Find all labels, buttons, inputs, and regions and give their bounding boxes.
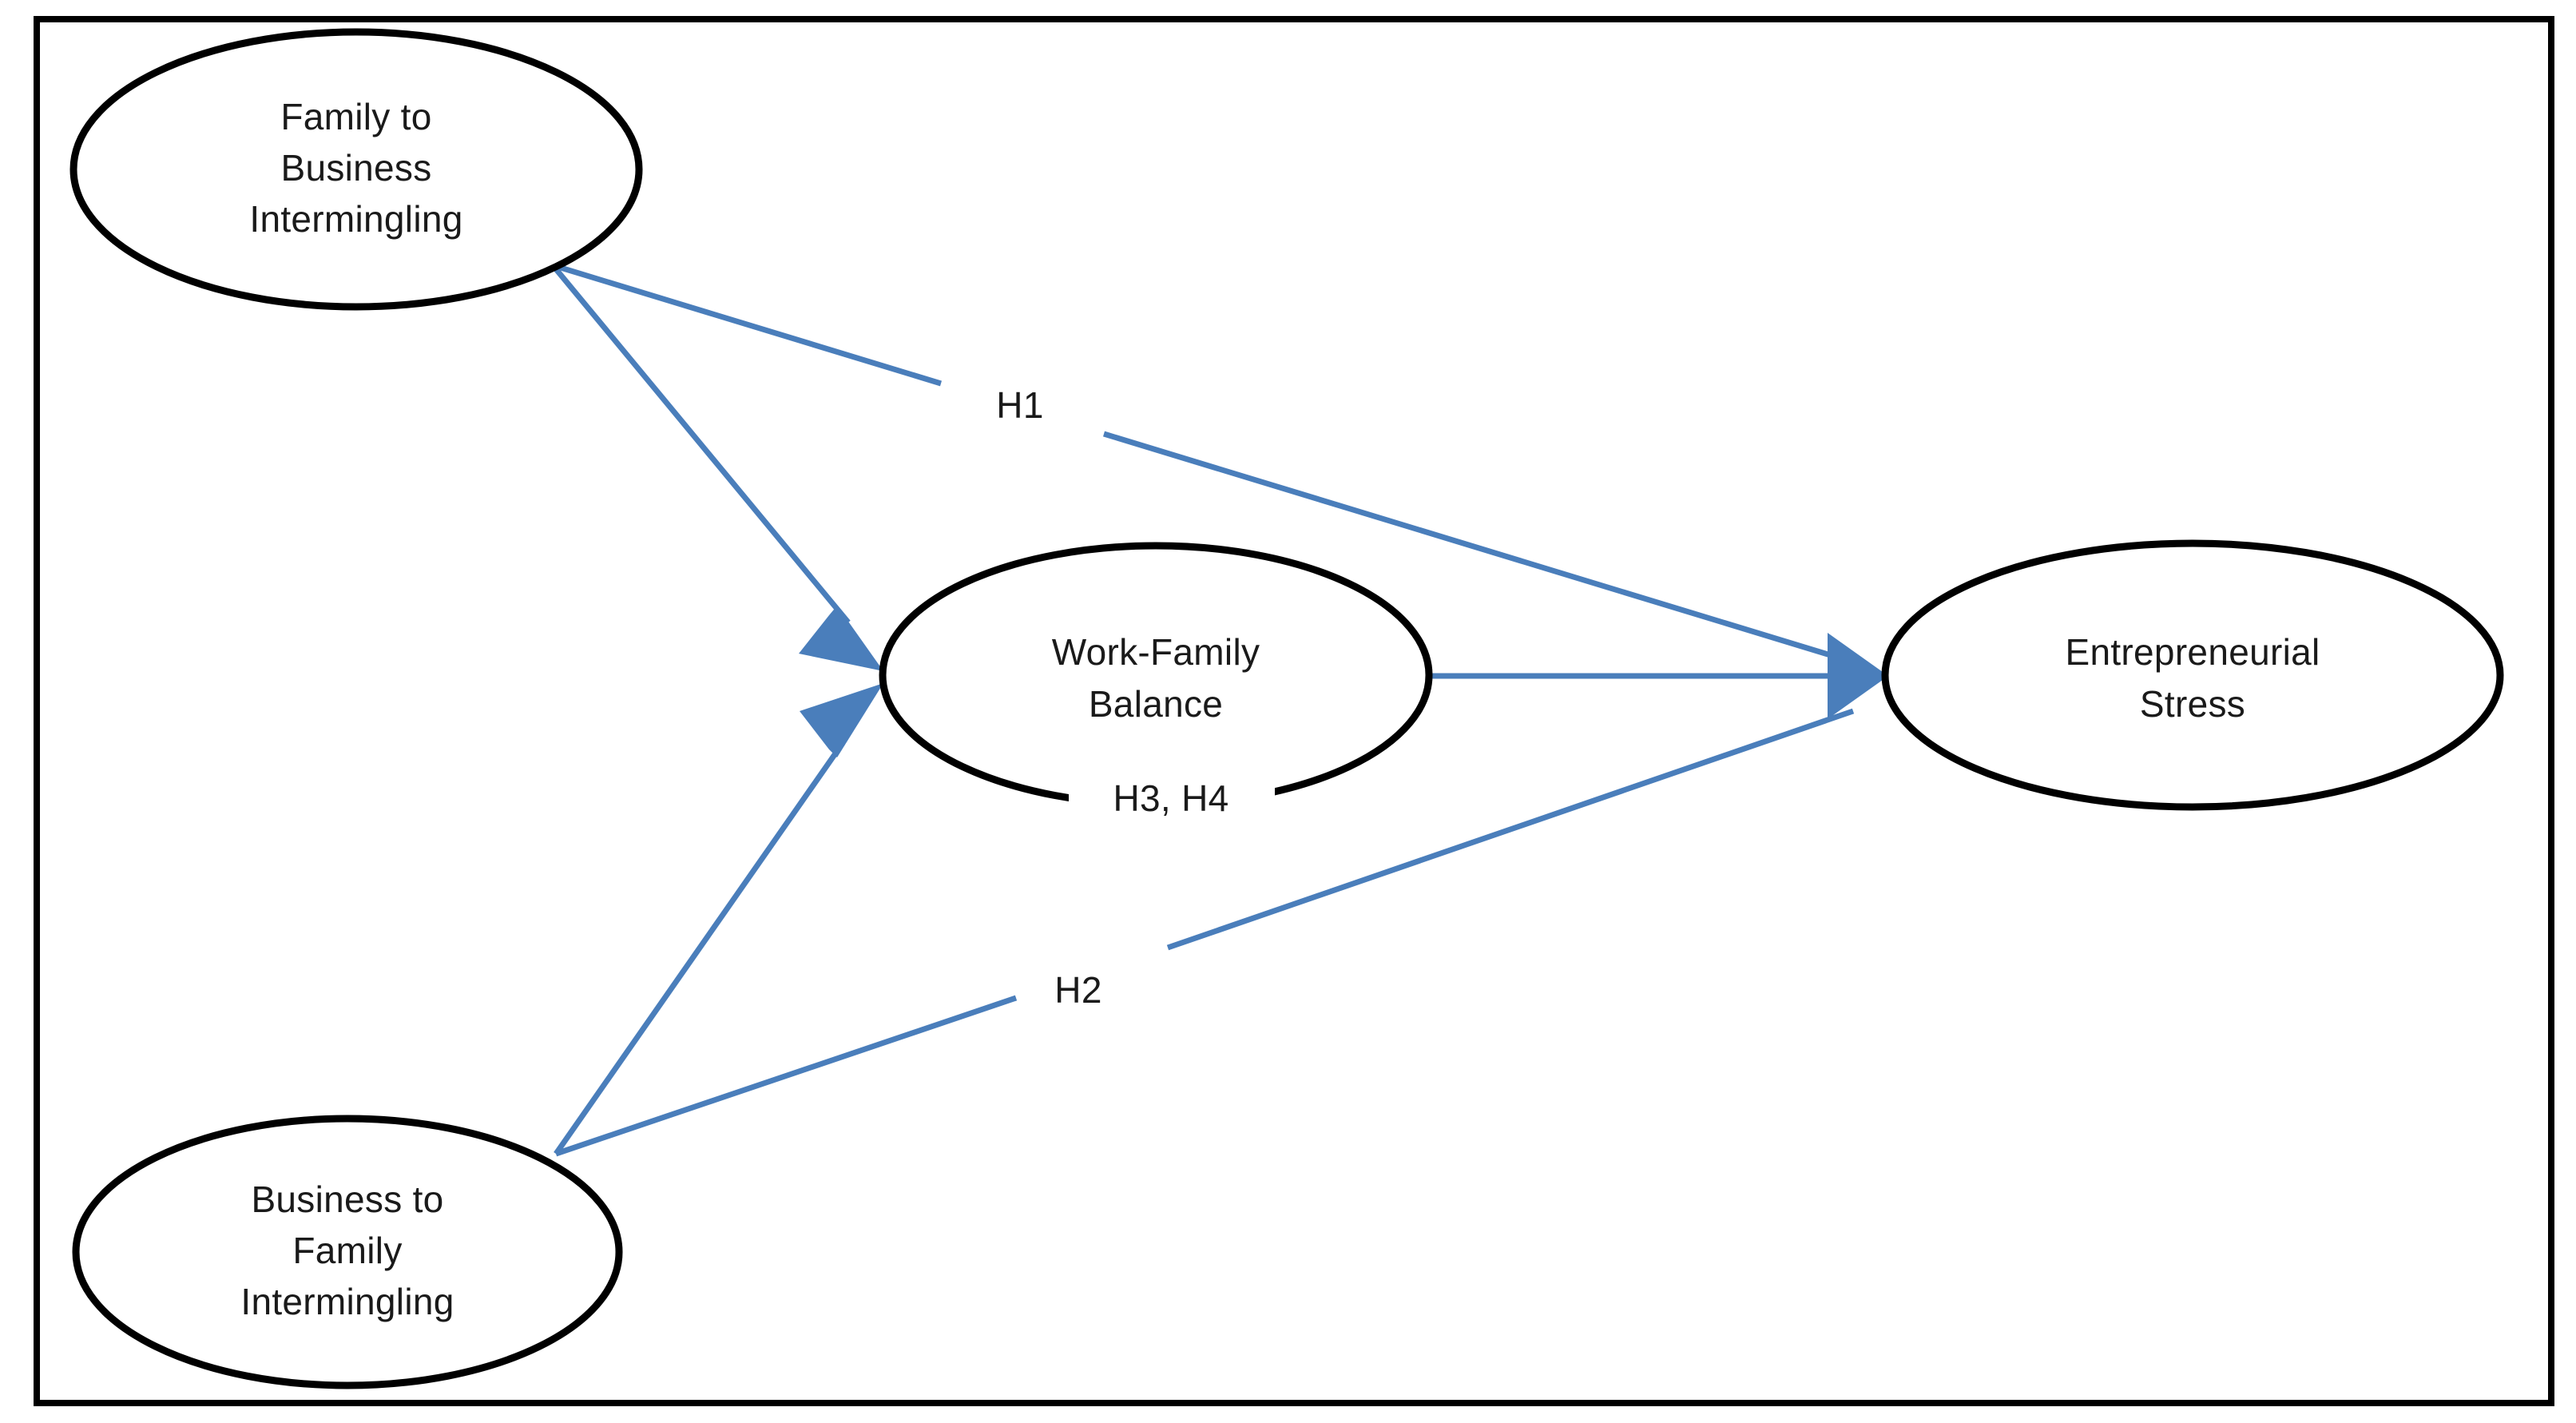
stress-arrowhead [1828, 633, 1888, 719]
node-business-to-family-line-2: Family [292, 1230, 402, 1271]
node-entrepreneurial-stress[interactable]: Entrepreneurial Stress [1881, 539, 2504, 811]
edge-ftb-to-wfb-arrowhead [799, 606, 883, 671]
node-business-to-family-shape[interactable] [72, 1115, 623, 1389]
label-h3-h4-text: H3, H4 [1113, 777, 1229, 819]
node-family-to-business-line-3: Intermingling [249, 198, 462, 240]
edge-ftb-to-wfb [550, 263, 883, 671]
node-work-family-balance-line-2: Balance [1089, 683, 1223, 725]
node-work-family-balance-line-1: Work-Family [1052, 631, 1260, 673]
node-work-family-balance[interactable]: Work-Family Balance [879, 542, 1433, 809]
edge-h2 [554, 708, 1855, 1157]
edge-btf-to-wfb-line [554, 741, 845, 1156]
node-entrepreneurial-stress-line-2: Stress [2140, 683, 2245, 725]
edge-h1-segment-a [551, 262, 943, 387]
diagram-frame [34, 16, 2554, 1406]
label-h1-text: H1 [996, 384, 1043, 426]
edge-h1 [551, 262, 1853, 665]
edge-btf-to-wfb-arrowhead [800, 683, 883, 757]
node-business-to-family[interactable]: Business to Family Intermingling [72, 1115, 623, 1389]
label-h2-text: H2 [1054, 969, 1101, 1011]
edge-h1-segment-b [1102, 431, 1853, 665]
edge-h2-segment-b [1166, 708, 1855, 951]
label-h3-h4: H3, H4 [1069, 769, 1275, 834]
edge-btf-to-wfb [554, 683, 883, 1156]
node-family-to-business-line-1: Family to [280, 96, 431, 137]
node-family-to-business[interactable]: Family to Business Intermingling [69, 28, 643, 311]
label-h2: H2 [1030, 960, 1128, 1028]
label-h1: H1 [972, 376, 1070, 443]
edge-h2-segment-a [554, 995, 1018, 1157]
node-business-to-family-line-1: Business to [251, 1179, 443, 1220]
node-entrepreneurial-stress-shape[interactable] [1881, 539, 2504, 811]
node-business-to-family-line-3: Intermingling [240, 1281, 454, 1322]
node-family-to-business-line-2: Business [280, 147, 431, 189]
node-entrepreneurial-stress-line-1: Entrepreneurial [2065, 631, 2320, 673]
edge-ftb-to-wfb-line [550, 263, 851, 625]
node-family-to-business-shape[interactable] [69, 28, 643, 311]
node-work-family-balance-shape[interactable] [879, 542, 1433, 809]
